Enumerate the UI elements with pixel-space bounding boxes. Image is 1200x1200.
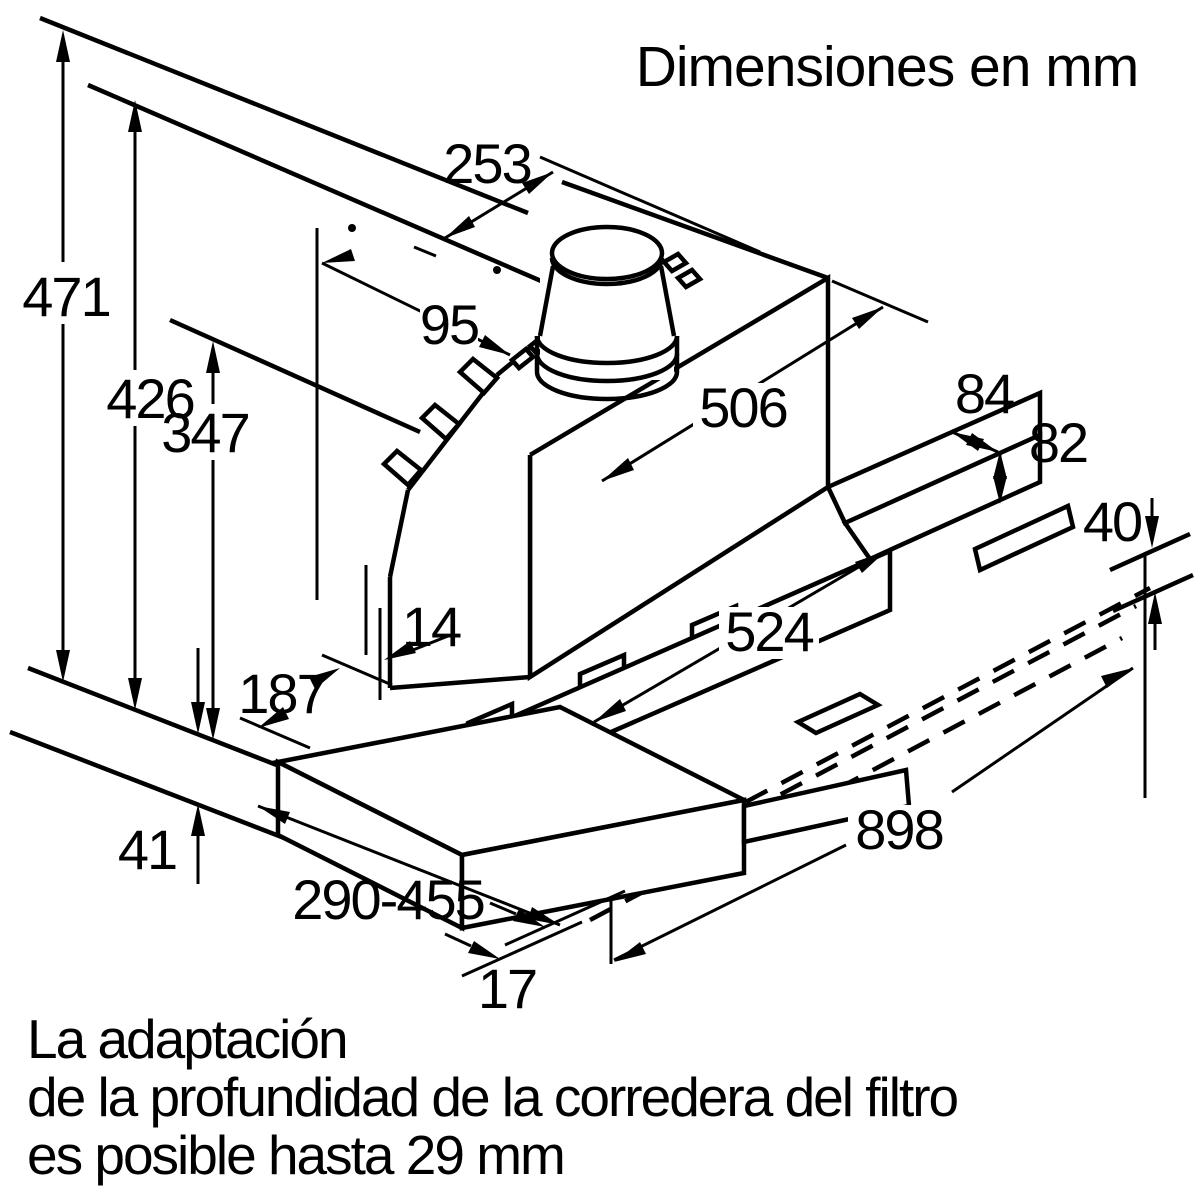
dim-41 <box>191 648 205 884</box>
dim-898 <box>613 666 1134 962</box>
dim-label-17: 17 <box>478 957 536 1020</box>
dim-label-14: 14 <box>402 595 461 658</box>
dim-347 <box>206 341 220 740</box>
mounting-clip <box>418 401 463 443</box>
gap-17-lines <box>461 889 626 978</box>
gap-14-lines <box>364 565 382 700</box>
dim-426 <box>128 100 142 710</box>
dim-253 <box>444 170 554 240</box>
dim-label-40: 40 <box>1083 490 1141 553</box>
dim-label-95: 95 <box>420 293 478 356</box>
duct-collar <box>534 224 704 402</box>
dim-label-41: 41 <box>118 818 176 881</box>
footnote-line-2: de la profundidad de la corredera del fi… <box>27 1066 958 1128</box>
mounting-clip <box>380 447 425 489</box>
dim-label-471: 471 <box>22 265 109 328</box>
dim-label-253: 253 <box>443 132 530 195</box>
drawing-title: Dimensiones en mm <box>636 35 1139 99</box>
side-bracket <box>824 389 1076 574</box>
dim-label-290-455: 290-455 <box>292 868 484 931</box>
dim-40 <box>1145 498 1162 650</box>
dim-label-347: 347 <box>161 401 248 464</box>
dim-label-84: 84 <box>955 362 1014 425</box>
reference-lines <box>9 15 929 844</box>
dim-label-187: 187 <box>238 662 325 725</box>
pullout-visor <box>271 704 912 932</box>
frame-slot <box>793 691 883 736</box>
dim-82 <box>993 451 1007 504</box>
dim-14 <box>384 634 449 660</box>
dim-label-898: 898 <box>855 798 942 861</box>
dim-label-82: 82 <box>1029 411 1087 474</box>
footnote-line-1: La adaptación <box>27 1008 347 1070</box>
dim-label-524: 524 <box>725 600 813 663</box>
dim-84 <box>951 430 999 454</box>
dim-17 <box>444 901 545 959</box>
label-backgrounds <box>16 272 950 857</box>
dim-label-506: 506 <box>699 376 786 439</box>
dim-label-426: 426 <box>106 367 193 430</box>
dim-187 <box>239 653 393 750</box>
mounting-clip <box>456 355 501 397</box>
dim-95 <box>321 249 511 357</box>
footnote-line-3: es posible hasta 29 mm <box>27 1124 564 1186</box>
dim-471 <box>56 30 70 682</box>
dim-290-455 <box>257 804 561 927</box>
